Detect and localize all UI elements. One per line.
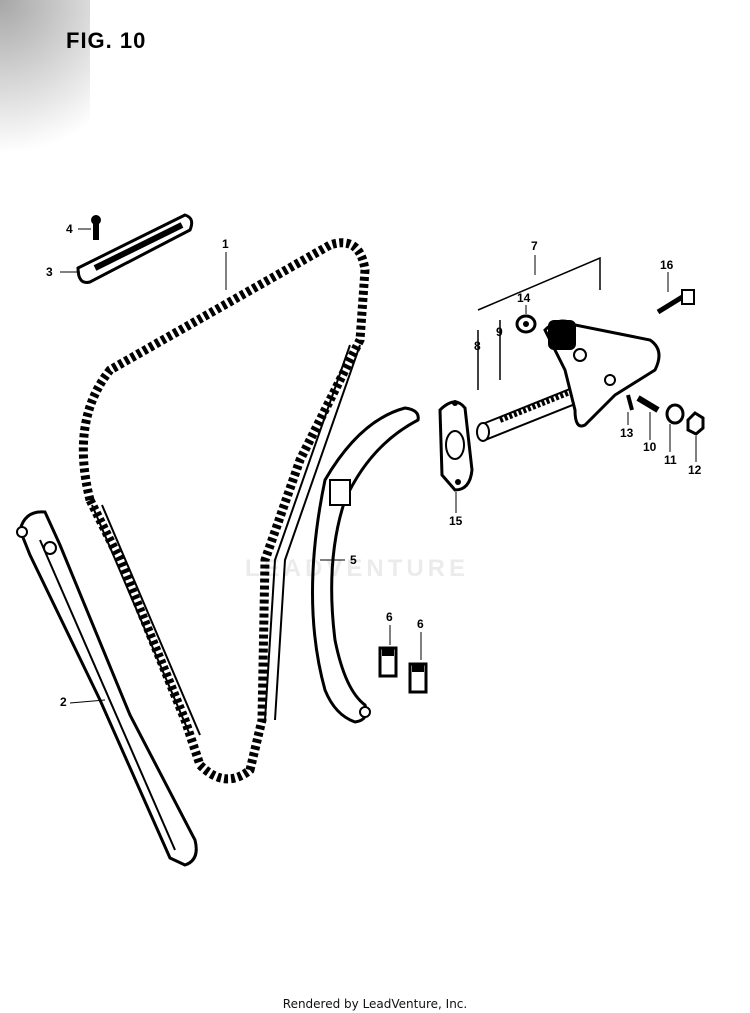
part-10-stud[interactable] xyxy=(636,395,660,413)
part-3-top-guide[interactable] xyxy=(76,213,194,284)
callout-6b: 6 xyxy=(417,617,424,631)
callout-14: 14 xyxy=(517,291,531,305)
callout-6a: 6 xyxy=(386,610,393,624)
part-9-tensioner-assy[interactable] xyxy=(543,319,661,428)
callout-3: 3 xyxy=(46,265,53,279)
callout-11: 11 xyxy=(664,453,677,467)
part-15-gasket[interactable] xyxy=(438,400,474,492)
footer-credit: Rendered by LeadVenture, Inc. xyxy=(282,997,468,1011)
callout-1: 1 xyxy=(222,237,229,251)
watermark: LEADVENTURE xyxy=(245,555,470,582)
figure-title: FIG. 10 xyxy=(66,28,147,53)
callout-12: 12 xyxy=(688,463,702,477)
callout-16: 16 xyxy=(660,258,674,272)
callout-7: 7 xyxy=(531,239,538,253)
part-14-nut[interactable] xyxy=(515,314,537,334)
callout-5: 5 xyxy=(350,553,357,567)
callout-2: 2 xyxy=(60,695,67,709)
part-5-tensioner-guide[interactable] xyxy=(311,406,420,724)
callout-15: 15 xyxy=(449,514,463,528)
part-4-bolt[interactable] xyxy=(91,215,101,240)
callout-10: 10 xyxy=(643,440,657,454)
part-8-tensioner-rod[interactable] xyxy=(476,383,587,442)
scan-noise xyxy=(0,0,90,200)
part-13-spring[interactable] xyxy=(626,394,634,411)
callout-4: 4 xyxy=(66,222,73,236)
part-1-cam-chain[interactable] xyxy=(78,238,370,784)
part-6-dowel-a[interactable] xyxy=(378,646,398,678)
part-2-chain-guide[interactable] xyxy=(16,510,198,867)
part-11-washer[interactable] xyxy=(665,403,685,425)
callout-9: 9 xyxy=(496,325,503,339)
callout-8: 8 xyxy=(474,339,481,353)
part-16-bolt[interactable] xyxy=(656,289,695,315)
part-6-dowel-b[interactable] xyxy=(408,662,428,694)
callout-13: 13 xyxy=(620,426,634,440)
part-12-nut[interactable] xyxy=(686,411,705,436)
